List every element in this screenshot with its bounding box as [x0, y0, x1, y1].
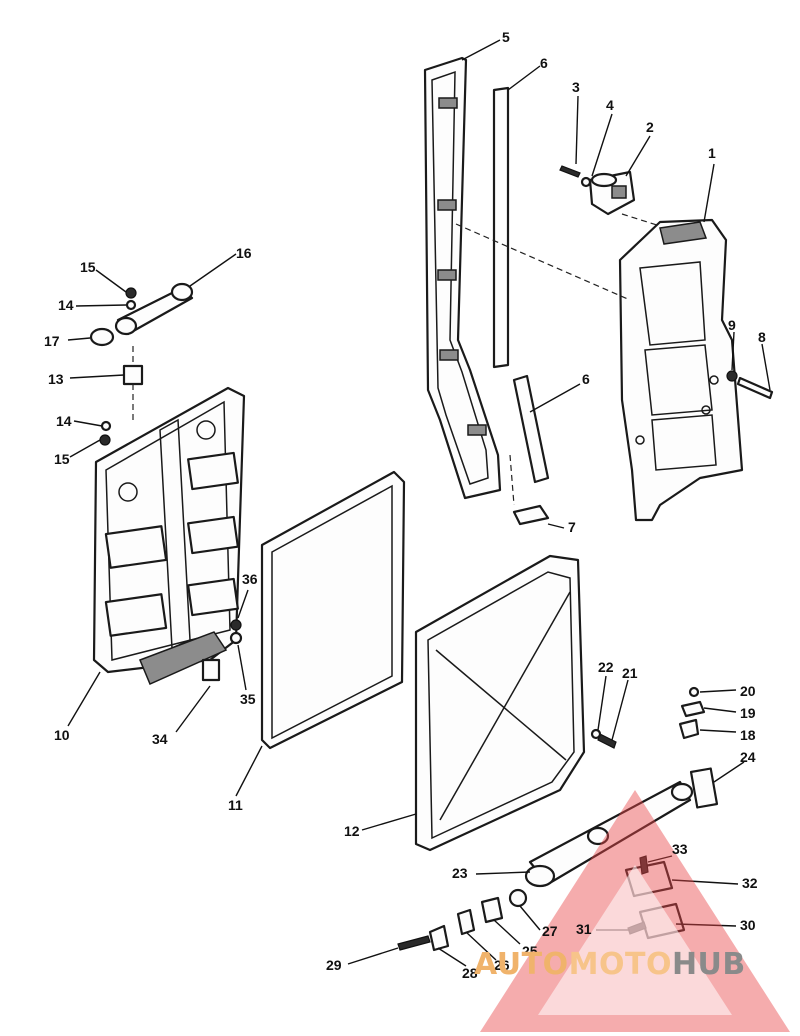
- watermark-moto: MOTO: [568, 947, 672, 982]
- callout-20: 20: [740, 683, 756, 699]
- callout-16: 16: [236, 245, 252, 261]
- part-22-washer: [590, 728, 602, 740]
- callout-24: 24: [740, 749, 756, 765]
- callout-9: 9: [728, 317, 736, 333]
- callout-15-lower: 15: [54, 451, 70, 467]
- watermark-auto: AUTO: [474, 947, 569, 982]
- callout-12: 12: [344, 823, 360, 839]
- part-4-washer: [580, 176, 592, 188]
- part-16-bracket: [114, 282, 194, 336]
- callout-36: 36: [242, 571, 258, 587]
- callout-19: 19: [740, 705, 756, 721]
- part-25-bracket: [480, 896, 504, 924]
- callout-1: 1: [708, 145, 716, 161]
- callout-21: 21: [622, 665, 638, 681]
- part-26-clip: [456, 908, 476, 936]
- callout-10: 10: [54, 727, 70, 743]
- callout-6-upper: 6: [540, 55, 548, 71]
- part-24-block: [689, 767, 719, 809]
- watermark-hub: HUB: [671, 947, 746, 982]
- part-9-washer: [726, 370, 738, 382]
- callout-14-upper: 14: [58, 297, 74, 313]
- callout-32: 32: [742, 875, 758, 891]
- callout-5: 5: [502, 29, 510, 45]
- callout-8: 8: [758, 329, 766, 345]
- callout-33: 33: [672, 841, 688, 857]
- callout-22: 22: [598, 659, 614, 675]
- part-18-clamp: [678, 718, 700, 740]
- part-6-seal-strip-lower: [512, 374, 550, 484]
- part-35-washer: [229, 631, 243, 645]
- part-12-cover-plate: [414, 554, 586, 852]
- callout-30: 30: [740, 917, 756, 933]
- part-3-screw: [559, 165, 581, 178]
- part-8-bolt: [736, 376, 774, 400]
- callout-29: 29: [326, 957, 342, 973]
- part-2-clamp: [588, 170, 636, 216]
- part-17-grommet: [89, 327, 115, 347]
- part-19-plate: [680, 700, 706, 718]
- part-5-divider-plate: [423, 56, 502, 500]
- part-20-screw: [688, 686, 700, 698]
- part-11-gasket: [260, 470, 406, 750]
- callout-17: 17: [44, 333, 60, 349]
- part-28-clip: [428, 924, 450, 952]
- callout-18: 18: [740, 727, 756, 743]
- part-14-washer-lower: [100, 420, 112, 432]
- part-15-nut-upper: [125, 287, 137, 299]
- part-33-pin: [639, 855, 649, 875]
- callout-6-lower: 6: [582, 371, 590, 387]
- part-6-seal-strip-upper: [492, 86, 510, 369]
- watermark-wordmark: AUTOMOTOHUB: [474, 948, 746, 982]
- part-27-bushing: [508, 888, 528, 908]
- part-10-intake-manifold: [92, 386, 246, 685]
- callout-11: 11: [228, 797, 243, 813]
- callout-7: 7: [568, 519, 576, 535]
- part-23-linkage-arm: [524, 780, 694, 888]
- part-34-mount: [201, 658, 221, 682]
- callout-14-lower: 14: [56, 413, 72, 429]
- callout-26: 26: [494, 957, 510, 973]
- callout-2: 2: [646, 119, 654, 135]
- part-13-mount: [122, 346, 144, 420]
- callout-15-upper: 15: [80, 259, 96, 275]
- callout-27: 27: [542, 923, 558, 939]
- callout-28: 28: [462, 965, 478, 981]
- callout-13: 13: [48, 371, 64, 387]
- leader-lines: [67, 39, 771, 967]
- callout-31: 31: [576, 921, 592, 937]
- part-1-adaptor-plate: [618, 218, 744, 522]
- callout-4: 4: [606, 97, 614, 113]
- part-15-nut-lower: [99, 434, 111, 446]
- callout-34: 34: [152, 731, 168, 747]
- part-7-pad: [512, 504, 550, 526]
- callout-23: 23: [452, 865, 468, 881]
- callout-25: 25: [522, 943, 538, 959]
- part-29-screw: [397, 935, 431, 951]
- part-36-nut: [230, 619, 242, 631]
- part-14-washer-upper: [125, 299, 137, 311]
- callout-3: 3: [572, 79, 580, 95]
- callout-35: 35: [240, 691, 256, 707]
- watermark-logo: [480, 790, 790, 1032]
